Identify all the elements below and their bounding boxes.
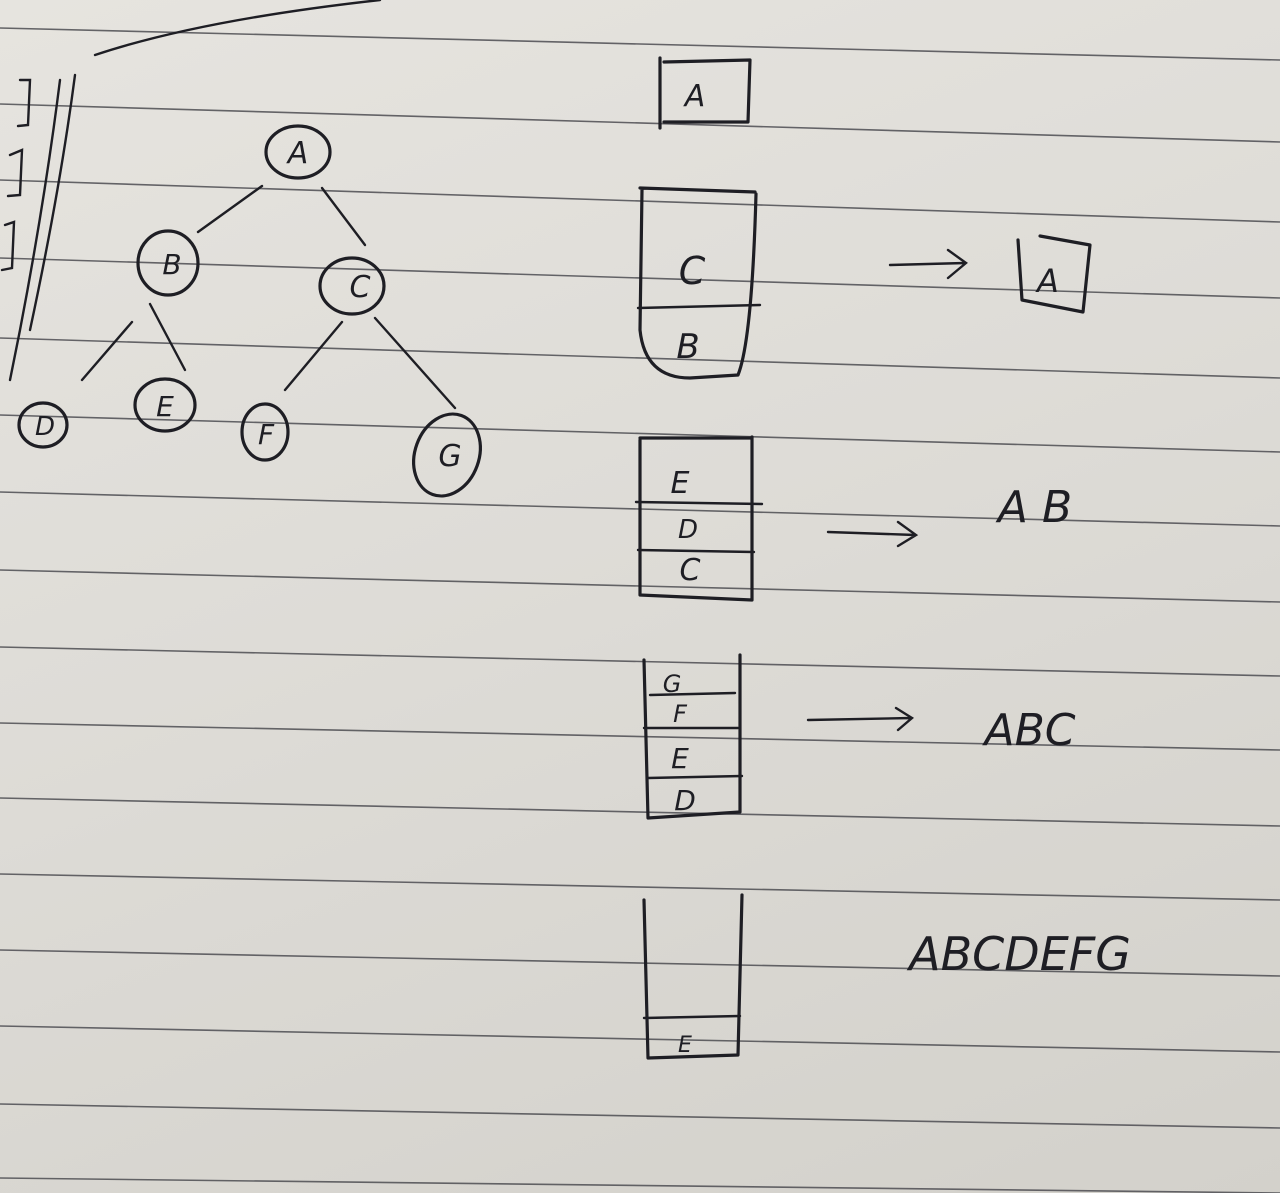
tree-node-label: E <box>156 390 174 423</box>
stack-item: A <box>683 79 706 114</box>
tree-nodes: A B C D E F G <box>17 124 482 498</box>
arrow-3 <box>806 706 915 732</box>
stack-step-1: A <box>658 56 752 130</box>
stack-step-3: E D C <box>634 435 764 602</box>
tree-node-label: A <box>286 136 309 171</box>
stack-item: B <box>676 327 699 367</box>
stack-item: C <box>679 249 706 293</box>
arrow-2 <box>826 520 919 548</box>
stack-item: F <box>673 700 688 728</box>
tree-node-d: D <box>17 401 69 449</box>
output-text: A B <box>995 482 1072 533</box>
stack-step-5: E <box>642 893 744 1060</box>
stack-item: D <box>674 784 696 817</box>
arrow-1 <box>888 248 968 280</box>
tree-edges <box>80 184 457 410</box>
tree-node-f: F <box>240 402 290 462</box>
output-box-1: A <box>1016 234 1092 314</box>
stack-item: G <box>663 670 682 698</box>
tree-node-a: A <box>264 124 332 180</box>
tree-node-label: G <box>438 439 461 474</box>
stack-item: C <box>680 553 701 588</box>
tree-node-label: B <box>162 248 181 281</box>
stack-item: E <box>671 742 689 775</box>
output-text: ABC <box>981 705 1075 756</box>
stack-item: E <box>671 466 690 501</box>
stack-step-4: G F E D <box>642 653 744 820</box>
tree-node-b: B <box>136 229 200 297</box>
output-text: ABCDEFG <box>906 927 1131 981</box>
tree-node-label: F <box>258 418 275 451</box>
stack-item: E <box>678 1033 692 1058</box>
tree-node-c: C <box>318 256 386 316</box>
stack-step-2: C B <box>636 186 762 380</box>
tree-node-label: C <box>350 270 371 305</box>
ruled-lines <box>0 27 1280 1193</box>
margin-scribbles <box>0 0 382 382</box>
output-text: A <box>1035 262 1059 300</box>
tree-node-g: G <box>412 412 482 498</box>
tree-node-e: E <box>133 377 197 433</box>
tree-node-label: D <box>35 412 55 442</box>
stack-item: D <box>678 515 698 545</box>
